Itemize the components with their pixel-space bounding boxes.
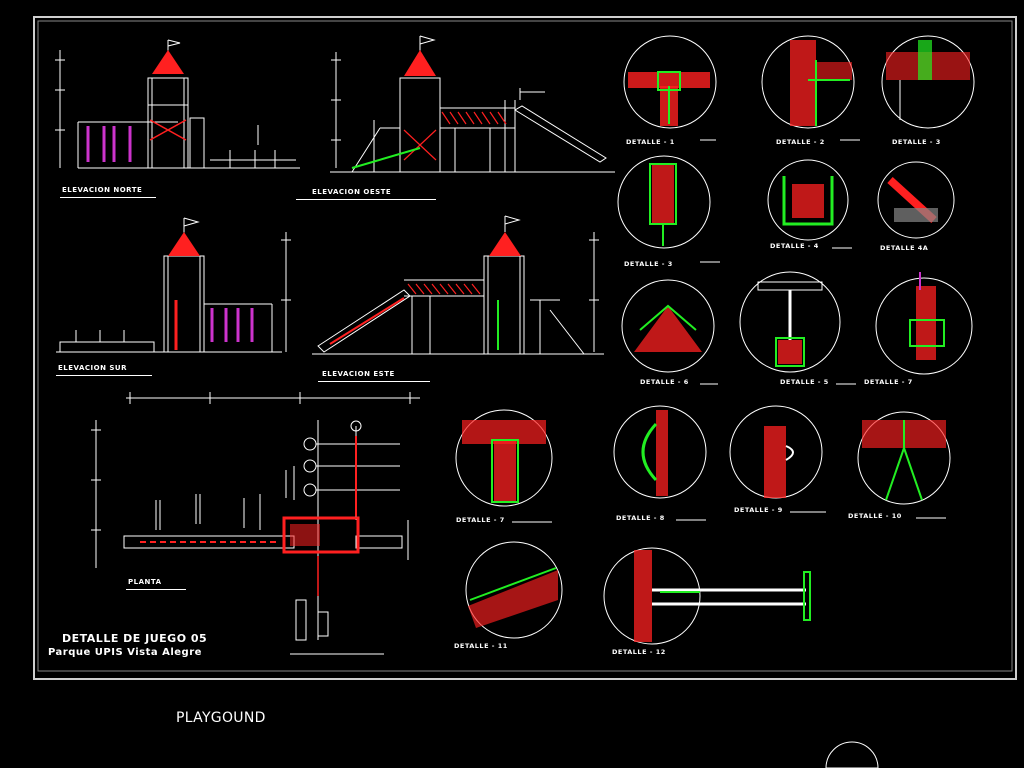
detail-2-circle	[761, 35, 855, 129]
label-detalle-11: DETALLE - 11	[454, 642, 508, 650]
north-arrow-fragment	[825, 741, 879, 768]
elevation-north-drawing	[55, 39, 300, 169]
label-detalle-7-right: DETALLE - 7	[864, 378, 913, 386]
label-elev-oeste: ELEVACION OESTE	[312, 188, 392, 196]
label-detalle-1: DETALLE - 1	[626, 138, 675, 146]
detail-4a-circle	[877, 161, 955, 239]
detail-10-circle	[857, 411, 951, 505]
underline-elev-oeste	[296, 199, 436, 200]
plan-tower-red	[282, 516, 360, 554]
detail-9-circle	[729, 405, 823, 499]
label-detalle-8: DETALLE - 8	[616, 514, 665, 522]
label-detalle-5: DETALLE - 5	[780, 378, 829, 386]
detail-4-circle	[767, 159, 849, 241]
label-elev-este: ELEVACION ESTE	[322, 370, 395, 378]
underline-elev-sur	[56, 375, 152, 376]
label-elev-sur: ELEVACION SUR	[58, 364, 127, 372]
tower-roof-red	[152, 50, 184, 74]
label-detalle-12: DETALLE - 12	[612, 648, 666, 656]
label-detalle-4a: DETALLE 4A	[880, 244, 929, 252]
tower-roof-red-south	[168, 232, 200, 256]
detail-8-circle	[613, 405, 707, 499]
detail-5-circle	[739, 271, 841, 373]
detail-3-top-circle	[881, 35, 975, 129]
swing-seats-magenta	[86, 126, 132, 162]
tower-roof-red-west	[404, 50, 436, 76]
label-detalle-2: DETALLE - 2	[776, 138, 825, 146]
detail-1-circle	[623, 35, 717, 129]
label-detalle-6: DETALLE - 6	[640, 378, 689, 386]
underline-elev-este	[318, 381, 430, 382]
label-detalle-3-top: DETALLE - 3	[892, 138, 941, 146]
detail-6-circle	[621, 279, 715, 373]
elevation-west-drawing	[330, 35, 615, 173]
elevation-east-drawing	[312, 215, 604, 355]
label-detalle-3: DETALLE - 3	[624, 260, 673, 268]
detail-7-circle	[455, 409, 553, 507]
detail-11-circle	[465, 541, 563, 639]
tower-roof-red-east	[489, 232, 521, 256]
playground-caption: PLAYGOUND	[176, 710, 266, 726]
detail-12-circle	[603, 547, 811, 645]
label-detalle-9: DETALLE - 9	[734, 506, 783, 514]
sheet-frame-outer	[33, 16, 1017, 680]
label-detalle-7: DETALLE - 7	[456, 516, 505, 524]
detail-7-right-circle	[875, 272, 973, 375]
label-elev-norte: ELEVACION NORTE	[62, 186, 143, 194]
plan-drawing	[91, 392, 420, 655]
underline-planta	[126, 589, 186, 590]
label-detalle-10: DETALLE - 10	[848, 512, 902, 520]
label-planta: PLANTA	[128, 578, 162, 586]
sheet-frame-inner	[37, 20, 1013, 672]
sheet-title-line1: DETALLE DE JUEGO 05	[62, 632, 208, 645]
label-detalle-4: DETALLE - 4	[770, 242, 819, 250]
elevation-south-drawing	[56, 217, 291, 353]
detail-3-circle	[617, 155, 711, 249]
underline-elev-norte	[60, 197, 156, 198]
sheet-title-line2: Parque UPIS Vista Alegre	[48, 647, 202, 658]
